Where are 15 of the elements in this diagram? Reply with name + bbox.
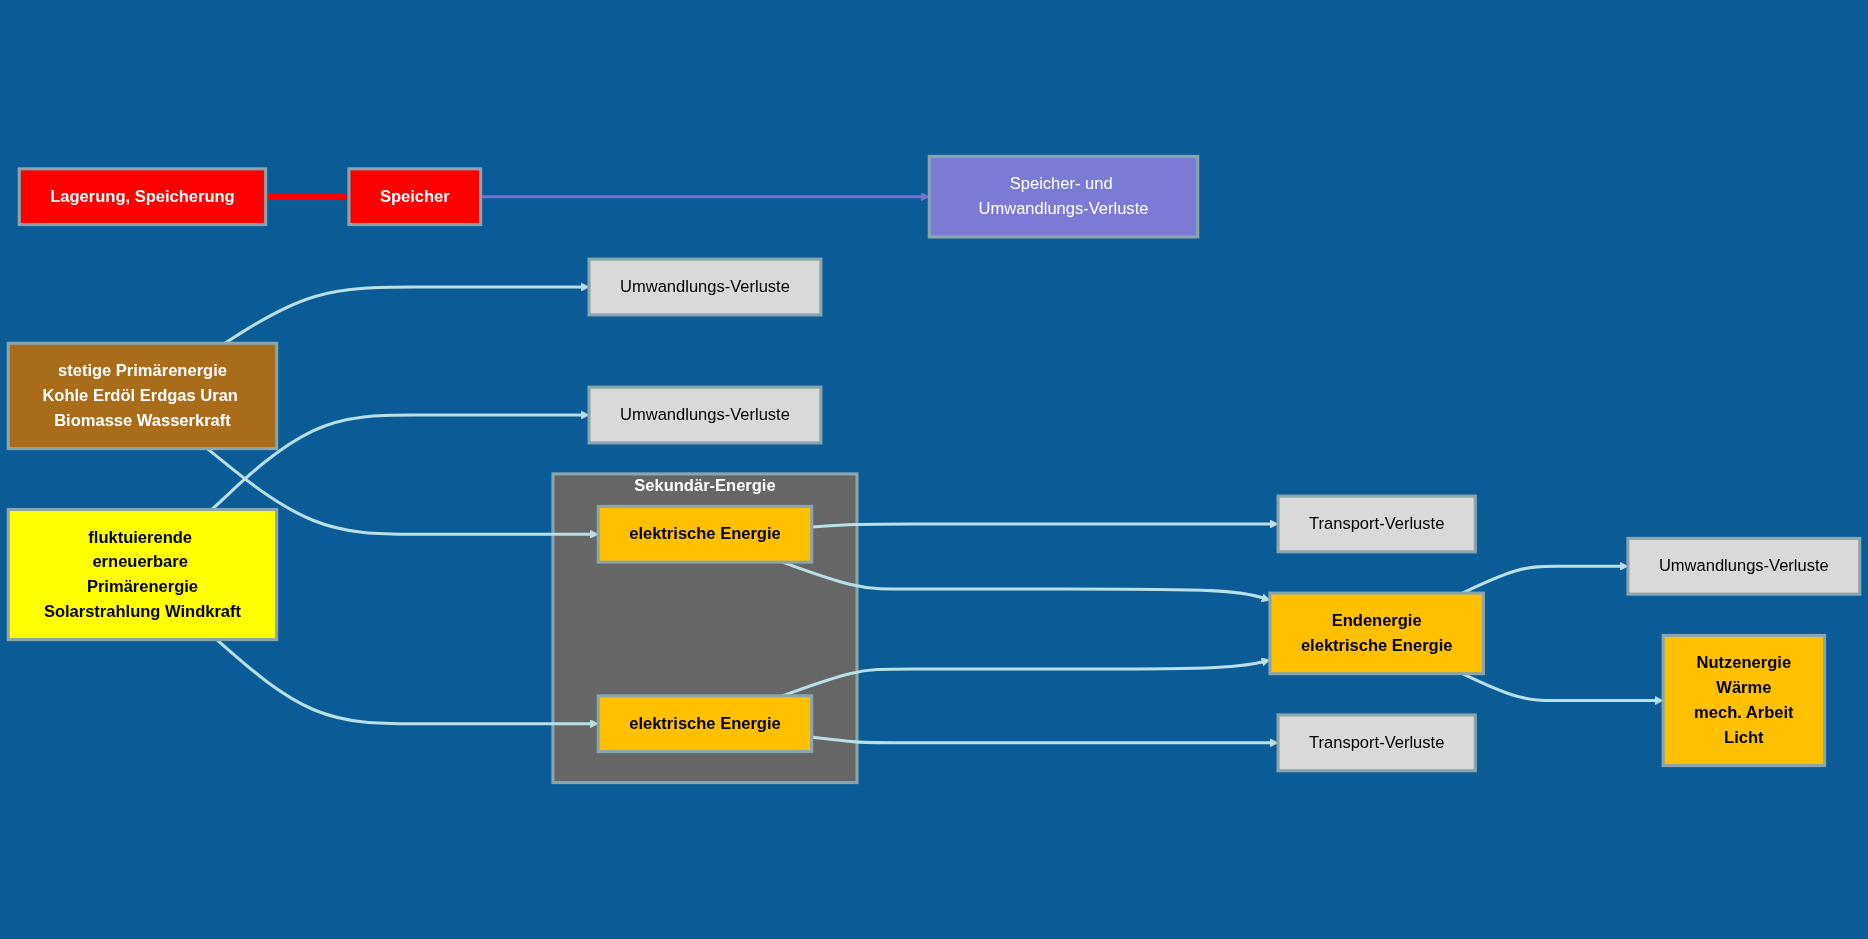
node-box: Lagerung, Speicherung bbox=[17, 167, 268, 227]
node-box: fluktuierende erneuerbare Primärenergie Solarstrahlung Windkraft bbox=[6, 507, 279, 642]
node-box: Transport-Verluste bbox=[1276, 494, 1477, 554]
node-box: Transport-Verluste bbox=[1276, 713, 1477, 773]
arrow bbox=[265, 192, 350, 202]
node-box: Umwandlungs-Verluste bbox=[587, 257, 823, 317]
node-box: Umwandlungs-Verluste bbox=[1626, 536, 1862, 596]
node-box: stetige Primärenergie Kohle Erdöl Erdgas Uran Biomasse Wasserkraft bbox=[6, 341, 279, 451]
node-box: Umwandlungs-Verluste bbox=[587, 385, 823, 445]
node-box: elektrische Energie bbox=[596, 694, 814, 754]
node-box: Endenergie elektrische Energie bbox=[1268, 591, 1485, 676]
node-box: elektrische Energie bbox=[596, 504, 814, 564]
node-box: Nutzenergie Wärme mech. Arbeit Licht bbox=[1661, 633, 1827, 768]
node-box: Speicher- und Umwandlungs-Verluste bbox=[927, 154, 1200, 239]
node-box: Speicher bbox=[347, 167, 483, 227]
